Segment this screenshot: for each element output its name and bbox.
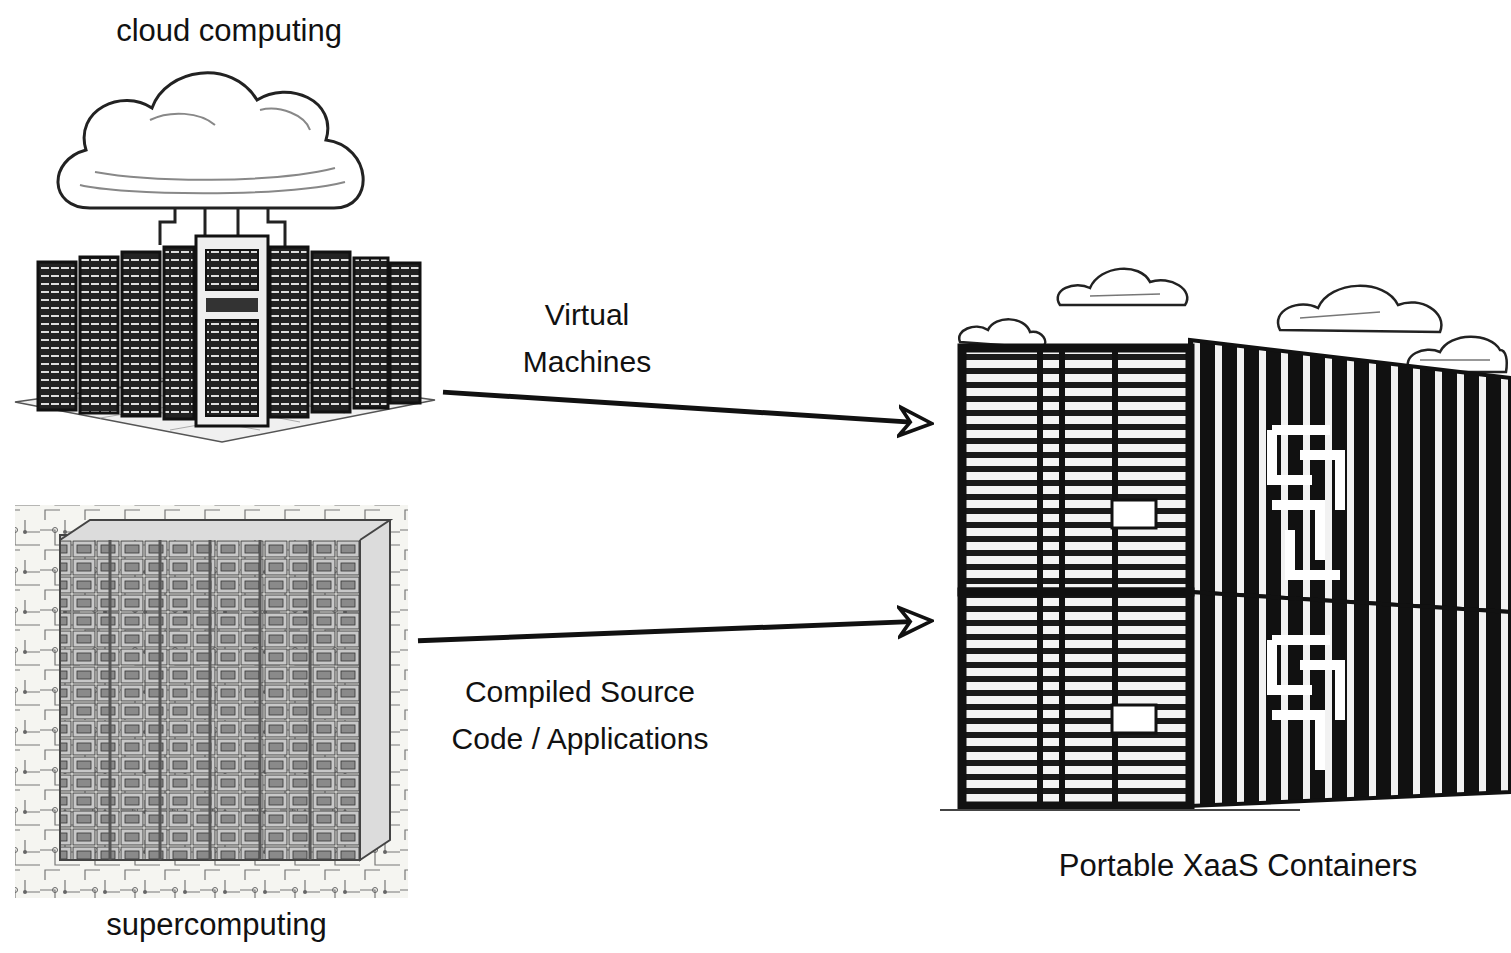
shipping-containers (1112, 500, 1156, 528)
shipping-containers (1112, 705, 1156, 733)
sky-clouds (1058, 269, 1188, 305)
circuit-board (15, 505, 408, 898)
supercomputer-block (60, 535, 360, 860)
server-racks (206, 250, 258, 290)
supercomputer-block (60, 520, 390, 860)
shipping-containers (1190, 340, 1511, 612)
shipping-containers (1272, 430, 1340, 575)
server-racks (122, 252, 160, 416)
arrow-connector (443, 392, 930, 423)
server-racks (390, 263, 420, 403)
server-racks (312, 252, 350, 412)
server-racks (354, 258, 388, 408)
node-caption: Portable XaaS Containers (965, 847, 1511, 884)
illustration-node: supercomputing (15, 500, 418, 947)
node-caption: cloud computing (15, 12, 443, 49)
server-racks (270, 247, 308, 417)
cloud-icon (58, 73, 363, 208)
shipping-containers (940, 340, 1511, 810)
cloud-icon (58, 73, 363, 208)
server-racks (206, 298, 258, 312)
illustration-node: cloud computing (15, 8, 443, 448)
server-racks (38, 262, 76, 410)
illustration-node: Portable XaaS Containers (930, 255, 1511, 888)
edge-label: Virtual Machines (497, 292, 677, 385)
server-racks (206, 320, 258, 416)
node-caption: supercomputing (15, 906, 418, 943)
supercomputer-block (60, 520, 390, 860)
server-racks (196, 236, 268, 426)
server-racks (80, 257, 118, 413)
edge-label: Compiled Source Code / Applications (440, 669, 720, 762)
sky-clouds (1278, 286, 1441, 332)
circuit-board (15, 505, 408, 898)
shipping-containers (1190, 592, 1511, 806)
shipping-containers (962, 348, 1190, 592)
cloud-icon (80, 109, 345, 194)
shipping-containers (962, 592, 1190, 806)
shipping-containers (1272, 640, 1340, 770)
arrow-connector (418, 621, 930, 641)
server-racks (38, 236, 420, 426)
shipping-containers (940, 809, 1300, 811)
shipping-containers (1040, 352, 1115, 802)
circuit-board (15, 505, 408, 898)
supercomputer-block (110, 535, 310, 860)
server-racks (164, 247, 194, 419)
